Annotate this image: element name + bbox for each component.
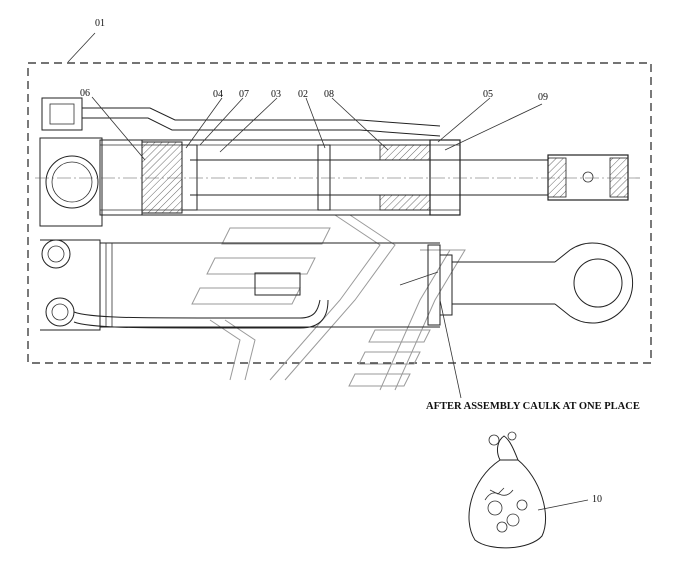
cylinder-outside-view	[40, 239, 634, 331]
leader-lines	[67, 32, 589, 511]
callout-07: 07	[239, 89, 249, 100]
callout-04: 04	[213, 89, 223, 100]
caulk-pointer	[399, 271, 439, 286]
callout-02: 02	[298, 89, 308, 100]
callout-08: 08	[324, 89, 334, 100]
parts-bag-illustration	[468, 431, 546, 549]
callout-01: 01	[95, 18, 105, 29]
caulk-note: AFTER ASSEMBLY CAULK AT ONE PLACE	[426, 401, 640, 412]
callout-10: 10	[592, 494, 602, 505]
callout-03: 03	[271, 89, 281, 100]
callout-05: 05	[483, 89, 493, 100]
callout-09: 09	[538, 92, 548, 103]
cylinder-section-view	[35, 97, 640, 227]
assembly-boundary	[27, 62, 652, 364]
watermark-logo	[191, 214, 466, 391]
callout-06: 06	[80, 88, 90, 99]
